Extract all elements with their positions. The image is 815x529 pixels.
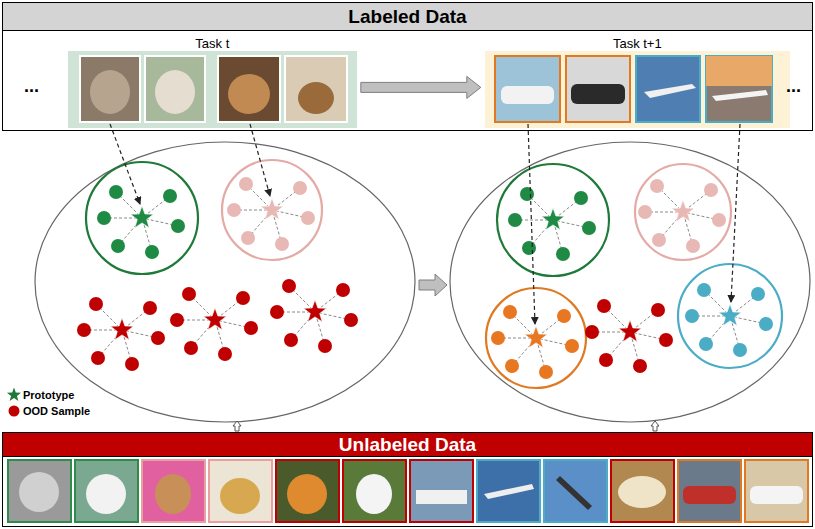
legend-sample [7,388,21,417]
task-box: Task t [68,34,357,128]
data-panel: Labeled DataTask t Task t+1 [2,2,813,131]
ellipsis-mark: ... [786,76,801,97]
data-panel: Unlabeled Data [2,432,813,527]
feed-arrow [233,421,659,431]
panel-heading: Unlabeled Data [3,433,812,457]
ellipsis-mark: ... [24,76,39,97]
task-label: Task t [195,36,229,52]
class-ring [86,160,782,388]
legend-text: OOD Sample [23,404,90,418]
block-arrow [361,76,481,98]
task-label: Task t+1 [613,36,662,52]
panel-heading: Labeled Data [3,3,812,31]
legend-text: Prototype [23,388,74,402]
prototype-cluster [77,177,773,379]
task-box: Task t+1 [485,34,790,128]
assignment-arrow [110,124,740,324]
transition-arrow [419,274,447,296]
task-background [68,51,790,128]
feature-space [35,142,810,422]
unlabeled-images [8,460,808,522]
task-images [80,56,772,122]
